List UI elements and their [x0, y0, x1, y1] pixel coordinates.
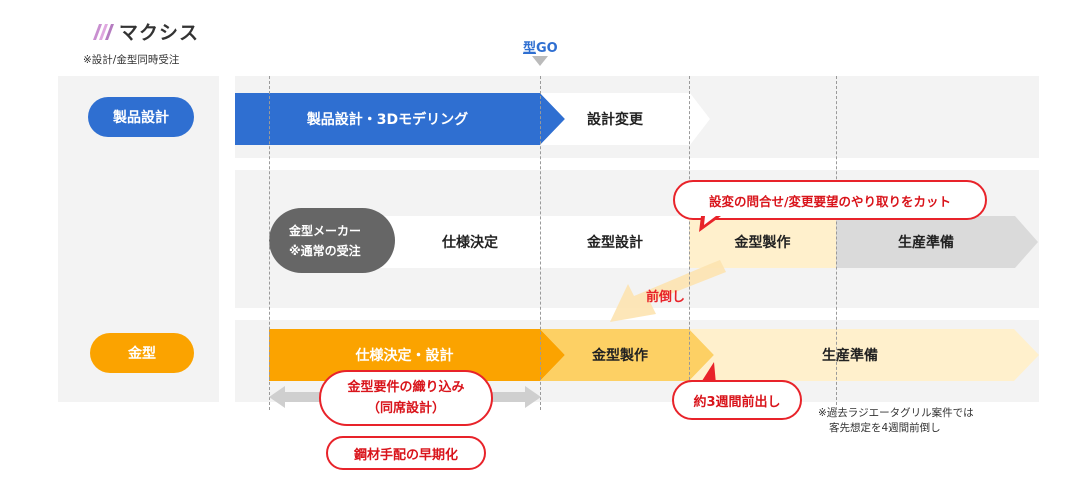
guide-line-3	[689, 76, 690, 410]
mold-bars	[269, 329, 1039, 381]
logo-text: マクシス	[119, 22, 200, 44]
bar-mold-production-light	[689, 216, 836, 268]
bar-label-product-design: 製品設計・3Dモデリング	[306, 112, 469, 128]
bar-label-production-prep: 生産準備	[898, 235, 954, 251]
bar-label-design-change: 設計変更	[587, 112, 643, 128]
bar-label-mold-production: 金型製作	[734, 235, 791, 251]
callout-three-weeks: 約3週間前出し	[672, 380, 802, 420]
requirements-line2: （同席設計）	[366, 401, 445, 416]
row-label-product: 製品設計	[88, 97, 194, 137]
bar-product-design	[235, 93, 565, 145]
bar-design-change	[540, 93, 710, 145]
bar-mold-production-prep	[689, 329, 1039, 381]
bar-mold-production	[540, 329, 714, 381]
footnote-line1: ※過去ラジエータグリル案件では	[818, 407, 974, 419]
footnote: ※過去ラジエータグリル案件では 客先想定を4週間前倒し	[818, 406, 974, 436]
bar-label-mold-design: 金型設計	[587, 235, 643, 251]
row-label-mold: 金型	[90, 333, 194, 373]
pull-forward-arrow-icon	[610, 260, 726, 322]
bar-label-mold-prep: 生産準備	[822, 348, 878, 364]
bar-production-prep-gray	[836, 216, 1038, 268]
bar-label-mold-production2: 金型製作	[592, 348, 648, 364]
callout-cut-exchange: 設変の問合せ/変更要望のやり取りをカット	[673, 180, 987, 220]
milestone-suffix: GO	[536, 41, 558, 56]
milestone-triangle-icon	[532, 56, 548, 66]
milestone-label: 型GO	[523, 37, 558, 56]
guide-line-go	[540, 76, 541, 410]
callout-tail-cut	[699, 216, 721, 232]
product-bars	[235, 93, 710, 145]
bar-label-mold-spec-design: 仕様決定・設計	[355, 348, 454, 364]
bar-mold-spec-design	[269, 329, 565, 381]
logo: マクシス	[93, 18, 199, 45]
subtitle: ※設計/金型同時受注	[83, 54, 180, 66]
maker-badge: 金型メーカー ※通常の受注	[269, 208, 395, 273]
guide-line-4	[836, 76, 837, 410]
callout-early-steel: 鋼材手配の早期化	[326, 436, 486, 470]
logo-mark-icon	[93, 23, 114, 40]
guide-line-1	[269, 76, 270, 410]
maker-bars	[330, 216, 1038, 268]
footnote-line2: 客先想定を4週間前倒し	[829, 422, 941, 434]
milestone-prefix: 型	[523, 41, 537, 56]
callout-tail-three-weeks	[700, 362, 716, 384]
maker-label-line1: 金型メーカー	[289, 223, 362, 238]
maker-label-line2: ※通常の受注	[289, 243, 361, 258]
pull-forward-label: 前倒し	[646, 290, 686, 305]
bar-label-spec: 仕様決定	[442, 235, 498, 251]
requirements-line1: 金型要件の織り込み	[347, 380, 465, 395]
callout-requirements: 金型要件の織り込み （同席設計）	[319, 370, 493, 426]
